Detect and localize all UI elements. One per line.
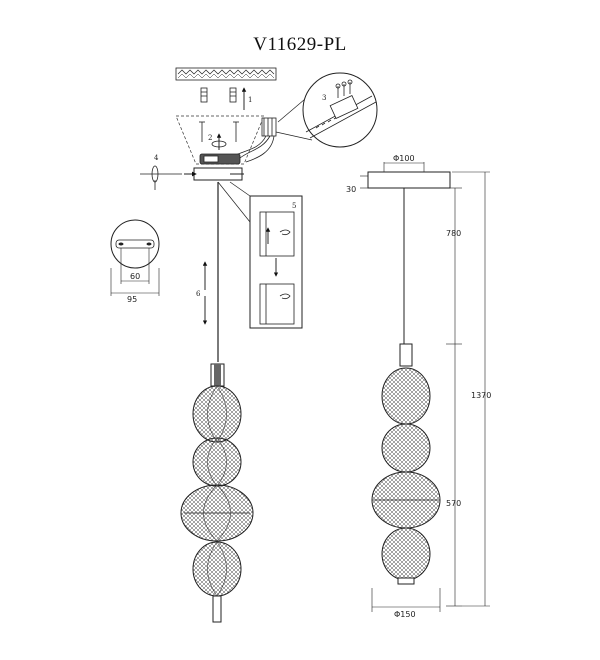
step-3-detail: [305, 79, 377, 139]
total-height-label: 1370: [471, 391, 491, 400]
globe-r3-large: [371, 471, 441, 529]
step-4-screw: [140, 165, 182, 190]
body-diameter-label: Φ150: [394, 610, 416, 619]
step-6-label: 6: [196, 290, 201, 298]
ceiling-strip: [175, 67, 277, 81]
canopy-height-label: 30: [346, 185, 356, 194]
model-title: V11629-PL: [253, 34, 347, 55]
driver-box: [199, 153, 241, 165]
cable-length-label: 780: [446, 229, 461, 238]
step-2-label: 2: [208, 134, 212, 142]
plate-inner-dim: 60: [130, 272, 140, 281]
step-1-label: 1: [248, 96, 252, 104]
dimension-view: Φ100 30 Φ150 780 570: [346, 154, 491, 619]
step-4-label: 4: [154, 154, 159, 162]
install-steps: 1 2 4: [140, 67, 378, 362]
globe-2: [192, 437, 242, 487]
globe-r1: [381, 367, 431, 425]
canopy-diameter-label: Φ100: [393, 154, 415, 163]
step-3-label: 3: [322, 94, 326, 102]
step-5-label: 5: [292, 202, 296, 210]
plate-outer-dim: 95: [127, 295, 137, 304]
globe-1: [192, 385, 242, 443]
step-5-box: 5: [249, 195, 303, 329]
globe-r4: [381, 527, 431, 581]
globe-3-large: [180, 484, 254, 542]
wall-anchors: [200, 87, 237, 103]
body-height-label: 570: [446, 499, 461, 508]
mounting-plate-detail: 60 95: [110, 219, 160, 304]
globe-4: [192, 541, 242, 597]
globe-r2: [381, 423, 431, 473]
lamp-body-left: [180, 363, 254, 623]
